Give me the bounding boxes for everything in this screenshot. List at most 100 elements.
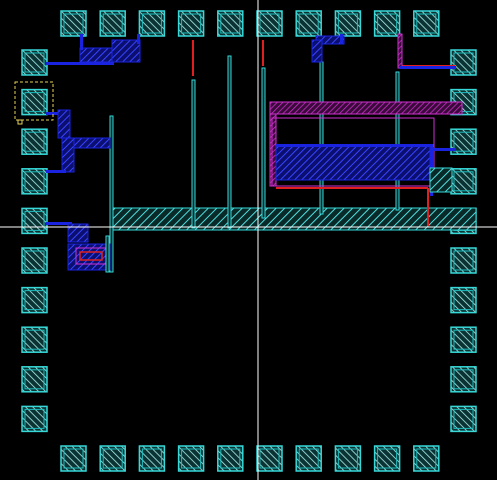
bond-pad[interactable] [21, 128, 48, 155]
bond-pad[interactable] [450, 405, 477, 433]
bond-pad[interactable] [256, 10, 283, 37]
bond-pad[interactable] [21, 286, 48, 314]
metal1-wire[interactable] [46, 222, 72, 225]
metal1-block[interactable] [67, 223, 89, 243]
pad-opening [453, 250, 474, 271]
metal2-risers [109, 55, 400, 273]
metal1-block[interactable] [57, 109, 71, 139]
metal1-wire[interactable] [400, 66, 456, 69]
hatched-bond-pad-icon [295, 10, 322, 37]
bond-pad[interactable] [21, 405, 48, 433]
pad-opening [63, 13, 84, 34]
bond-pad[interactable] [217, 10, 244, 37]
bond-pad[interactable] [60, 445, 87, 472]
bond-pad[interactable] [177, 445, 205, 472]
hatched-bond-pad-icon [450, 286, 477, 314]
bond-pad[interactable] [21, 207, 48, 235]
selection-box[interactable] [14, 81, 54, 121]
bond-pad[interactable] [450, 326, 477, 353]
standard-cell-block[interactable] [269, 101, 463, 196]
metal1-block[interactable] [79, 47, 115, 63]
hatched-bond-pad-icon [413, 10, 440, 37]
pad-opening [337, 448, 358, 469]
hatched-bond-pad-icon [21, 168, 48, 195]
metal1-block[interactable] [61, 137, 75, 173]
pad-opening [24, 329, 45, 350]
metal1-block[interactable] [311, 39, 323, 63]
bond-pad[interactable] [450, 286, 477, 314]
metal1-wire[interactable] [46, 62, 114, 65]
transistor-cluster[interactable] [46, 222, 111, 273]
bond-pad[interactable] [450, 247, 477, 274]
bond-pad[interactable] [21, 49, 48, 76]
pad-opening [24, 250, 45, 271]
metal2-riser[interactable] [191, 79, 196, 229]
bond-pad[interactable] [450, 366, 477, 393]
bond-pad[interactable] [21, 366, 48, 393]
bond-pad[interactable] [138, 10, 166, 37]
bond-pad[interactable] [138, 445, 166, 472]
bond-pad[interactable] [334, 445, 362, 472]
pad-opening [259, 448, 280, 469]
bond-pad[interactable] [450, 49, 477, 76]
pad-column-left [21, 49, 48, 433]
bond-pad[interactable] [21, 247, 48, 274]
pad-opening [24, 408, 45, 429]
bond-pad[interactable] [60, 10, 87, 37]
bond-pad[interactable] [217, 445, 244, 472]
hatched-bond-pad-icon [373, 10, 401, 37]
pad-opening [141, 448, 162, 469]
metal1-wire[interactable] [46, 170, 66, 173]
hatched-bond-pad-icon [217, 10, 244, 37]
diffusion-region[interactable] [269, 113, 277, 187]
metal1-wire[interactable] [276, 144, 434, 147]
metal1-wire[interactable] [46, 112, 68, 115]
hatched-bond-pad-icon [450, 366, 477, 393]
metal2-riser[interactable] [395, 71, 400, 211]
metal1-wire[interactable] [432, 148, 456, 151]
metal2-riser[interactable] [105, 235, 110, 273]
bond-pad[interactable] [413, 10, 440, 37]
hatched-bond-pad-icon [373, 445, 401, 472]
bond-pad[interactable] [256, 445, 283, 472]
pad-opening [259, 13, 280, 34]
selection-handle[interactable] [17, 119, 23, 125]
metal2-riser[interactable] [261, 67, 266, 219]
metal1-wire[interactable] [340, 34, 343, 44]
metal1-wire[interactable] [80, 34, 83, 50]
bond-pad[interactable] [334, 10, 362, 37]
pad-opening [102, 448, 123, 469]
metal1-block[interactable] [275, 145, 431, 181]
diffusion-strip[interactable] [397, 33, 403, 69]
metal2-riser[interactable] [109, 115, 114, 273]
bond-pad[interactable] [450, 168, 477, 195]
metal1-routing-top-right [311, 33, 456, 69]
metal1-block[interactable] [111, 39, 141, 63]
bond-pad[interactable] [373, 10, 401, 37]
bond-pad[interactable] [21, 168, 48, 195]
metal2-riser[interactable] [227, 55, 232, 229]
metal1-wire[interactable] [137, 34, 140, 44]
hatched-bond-pad-icon [60, 445, 87, 472]
bond-pad[interactable] [99, 10, 126, 37]
bond-pad[interactable] [177, 10, 205, 37]
hatched-bond-pad-icon [21, 207, 48, 235]
poly-gate[interactable] [79, 251, 103, 261]
metal2-riser[interactable] [319, 61, 324, 215]
bond-pad[interactable] [413, 445, 440, 472]
hatched-bond-pad-icon [138, 445, 166, 472]
bond-pad[interactable] [373, 445, 401, 472]
bond-pad[interactable] [21, 326, 48, 353]
diffusion-outline[interactable] [271, 117, 435, 187]
bond-pad[interactable] [99, 445, 126, 472]
bond-pad[interactable] [295, 445, 322, 472]
contact-block[interactable] [429, 167, 453, 193]
hatched-bond-pad-icon [99, 10, 126, 37]
diffusion-region[interactable] [269, 101, 463, 115]
bond-pad[interactable] [295, 10, 322, 37]
metal1-routing-top-left [46, 34, 141, 65]
pad-opening [453, 369, 474, 390]
bond-pad[interactable] [21, 88, 48, 116]
